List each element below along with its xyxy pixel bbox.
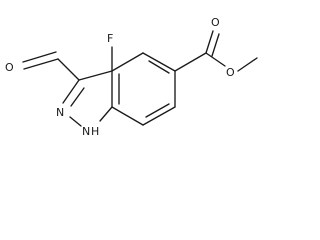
aldehyde-group (22, 51, 80, 81)
atom-label-n1: N (82, 125, 90, 138)
atom-label-n2: N (56, 106, 64, 119)
pyrazole-ring (62, 70, 113, 127)
methyl-ester-group (174, 30, 258, 72)
structure-drawing: F O N N H O O (5, 16, 258, 138)
atom-label-f: F (107, 32, 113, 45)
atom-label-ester-carbonyl-o: O (211, 16, 220, 29)
atom-label-aldehyde-o: O (5, 61, 14, 74)
benzene-ring (111, 52, 176, 126)
atom-label-ester-ether-o: O (226, 66, 235, 79)
atom-label-h: H (91, 125, 99, 138)
